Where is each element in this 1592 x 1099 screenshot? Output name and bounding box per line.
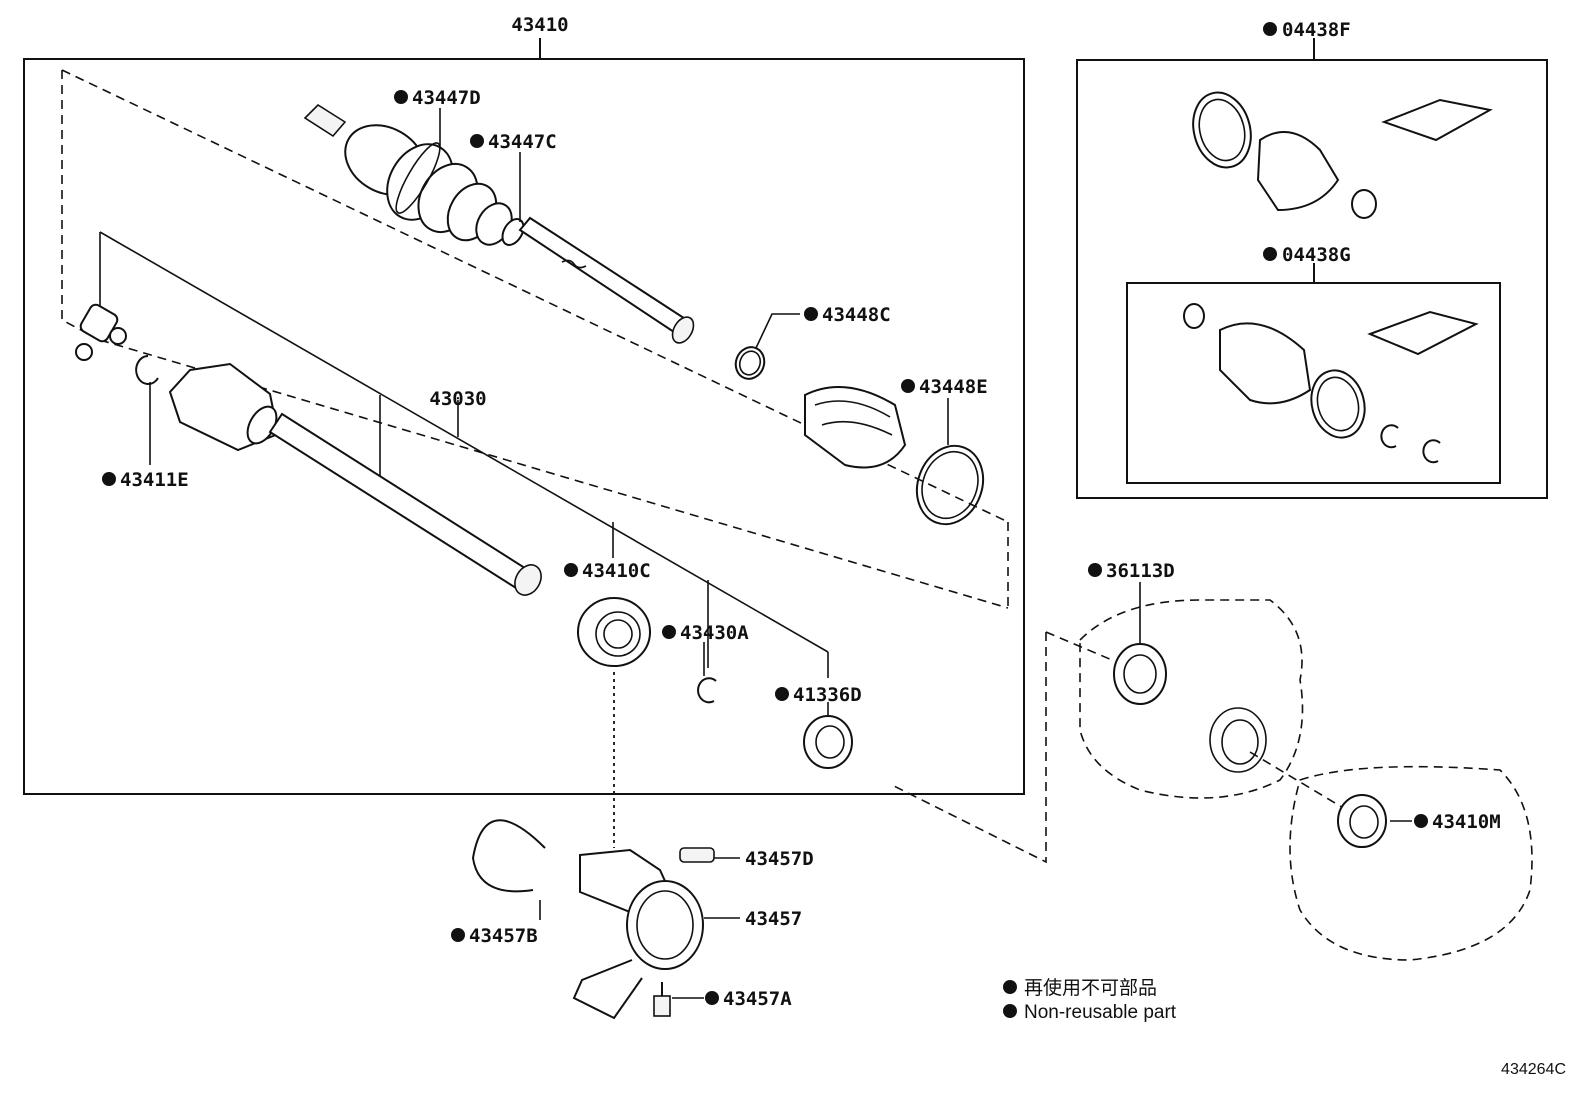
clamp-43448C xyxy=(734,346,766,380)
frame-04438G xyxy=(1126,263,1501,484)
label-43448C[interactable]: 43448C xyxy=(822,304,891,326)
inboard-shaft-assembly xyxy=(75,303,542,596)
label-43410[interactable]: 43410 xyxy=(511,14,568,36)
bolt-43457D xyxy=(679,847,715,863)
bolt-43457A xyxy=(653,982,671,1017)
outboard-joint-assembly xyxy=(303,103,695,344)
kit-F-contents xyxy=(1192,91,1493,219)
clamp-43448E xyxy=(915,444,985,526)
snap-ring-43430A xyxy=(697,677,717,704)
label-43448E[interactable]: 43448E xyxy=(919,376,988,398)
legend-bullet-jp xyxy=(1003,980,1017,994)
label-04438G[interactable]: 04438G xyxy=(1282,244,1351,266)
label-43457D[interactable]: 43457D xyxy=(745,848,814,870)
part-labels: 04438F 04438G 43447D 43447C 43448C 43448… xyxy=(102,19,1501,1010)
seal-43410M xyxy=(1337,794,1387,848)
seal-36113D xyxy=(1113,643,1167,705)
label-43410C[interactable]: 43410C xyxy=(582,560,651,582)
transaxle-housing-outline xyxy=(889,599,1533,961)
label-43457[interactable]: 43457 xyxy=(745,908,802,930)
legend-bullet-en xyxy=(1003,1004,1017,1018)
label-43447D[interactable]: 43447D xyxy=(412,87,481,109)
bracket-43030 xyxy=(99,231,829,678)
frame-43410 xyxy=(23,38,1025,795)
label-43447C[interactable]: 43447C xyxy=(488,131,557,153)
diagram-code: 434264C xyxy=(1501,1061,1566,1078)
label-41336D[interactable]: 41336D xyxy=(793,684,862,706)
label-43030[interactable]: 43030 xyxy=(429,388,486,410)
legend-text-jp: 再使用不可部品 xyxy=(1024,977,1157,999)
boot-inboard xyxy=(804,386,907,469)
label-43430A[interactable]: 43430A xyxy=(680,622,749,644)
label-43457A[interactable]: 43457A xyxy=(723,988,792,1010)
inner-bore xyxy=(1209,707,1267,773)
label-43411E[interactable]: 43411E xyxy=(120,469,189,491)
frame-04438F xyxy=(1076,38,1548,499)
label-43457B[interactable]: 43457B xyxy=(469,925,538,947)
bracket-43457 xyxy=(572,848,704,1020)
snap-ring-43457B xyxy=(471,819,546,893)
label-43410M[interactable]: 43410M xyxy=(1432,811,1501,833)
oil-seal-41336D xyxy=(803,715,853,769)
label-04438F[interactable]: 04438F xyxy=(1282,19,1351,41)
legend: 再使用不可部品 Non-reusable part xyxy=(1003,977,1177,1023)
leader-lines xyxy=(149,108,1412,999)
legend-text-en: Non-reusable part xyxy=(1024,1002,1177,1023)
label-36113D[interactable]: 36113D xyxy=(1106,560,1175,582)
bearing-43410C xyxy=(577,597,651,667)
kit-G-contents xyxy=(1183,303,1479,464)
